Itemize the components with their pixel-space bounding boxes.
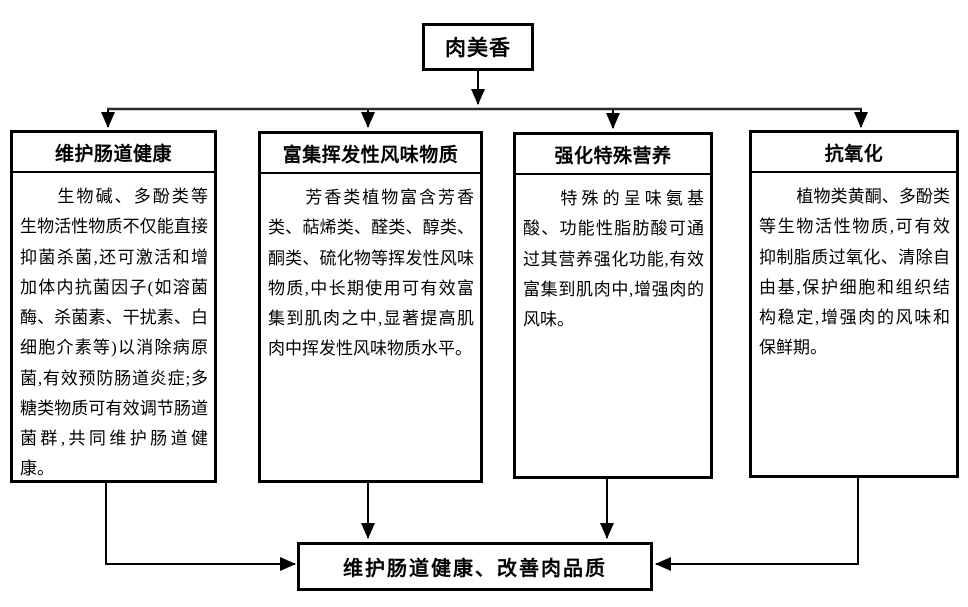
branch-node-intestinal-health: 维护肠道健康 生物碱、多酚类等生物活性物质不仅能直接抑菌杀菌,还可激活和增加体内…: [10, 130, 217, 483]
result-node: 维护肠道健康、改善肉品质: [297, 542, 653, 591]
branch-header-antioxidant: 抗氧化: [752, 133, 956, 173]
root-node-label: 肉美香: [445, 37, 511, 60]
branch-node-antioxidant: 抗氧化 植物类黄酮、多酚类等生物活性物质,可有效抑制脂质过氧化、清除自由基,保护…: [749, 130, 959, 478]
arrow-branch-1-to-result: [105, 483, 296, 571]
branch-header-flavor-enrichment: 富集挥发性风味物质: [261, 134, 480, 174]
result-node-label: 维护肠道健康、改善肉品质: [343, 558, 607, 580]
branch-body-intestinal-health: 生物碱、多酚类等生物活性物质不仅能直接抑菌杀菌,还可激活和增加体内抗菌因子(如溶…: [13, 173, 214, 491]
branch-node-flavor-enrichment: 富集挥发性风味物质 芳香类植物富含芳香类、萜烯类、醛类、醇类、酮类、硫化物等挥发…: [258, 131, 483, 483]
branch-header-intestinal-health: 维护肠道健康: [13, 133, 214, 173]
branch-body-flavor-enrichment: 芳香类植物富含芳香类、萜烯类、醛类、醇类、酮类、硫化物等挥发性风味物质,中长期使…: [261, 174, 480, 480]
branch-header-special-nutrition: 强化特殊营养: [516, 135, 710, 175]
branch-body-text: 芳香类植物富含芳香类、萜烯类、醛类、醇类、酮类、硫化物等挥发性风味物质,中长期使…: [268, 188, 474, 359]
root-node: 肉美香: [422, 23, 534, 71]
branch-node-special-nutrition: 强化特殊营养 特殊的呈味氨基酸、功能性脂肪酸可通过其营养强化功能,有效富集到肌肉…: [513, 132, 713, 479]
branch-body-text: 植物类黄酮、多酚类等生物活性物质,可有效抑制脂质过氧化、清除自由基,保护细胞和组…: [759, 187, 950, 358]
branch-body-text: 特殊的呈味氨基酸、功能性脂肪酸可通过其营养强化功能,有效富集到肌肉中,增强肉的风…: [523, 189, 704, 329]
arrow-branch-4-to-result: [655, 478, 859, 571]
branch-body-antioxidant: 植物类黄酮、多酚类等生物活性物质,可有效抑制脂质过氧化、清除自由基,保护细胞和组…: [752, 173, 956, 475]
branch-body-special-nutrition: 特殊的呈味氨基酸、功能性脂肪酸可通过其营养强化功能,有效富集到肌肉中,增强肉的风…: [516, 175, 710, 476]
branch-body-text: 生物碱、多酚类等生物活性物质不仅能直接抑菌杀菌,还可激活和增加体内抗菌因子(如溶…: [20, 187, 208, 479]
